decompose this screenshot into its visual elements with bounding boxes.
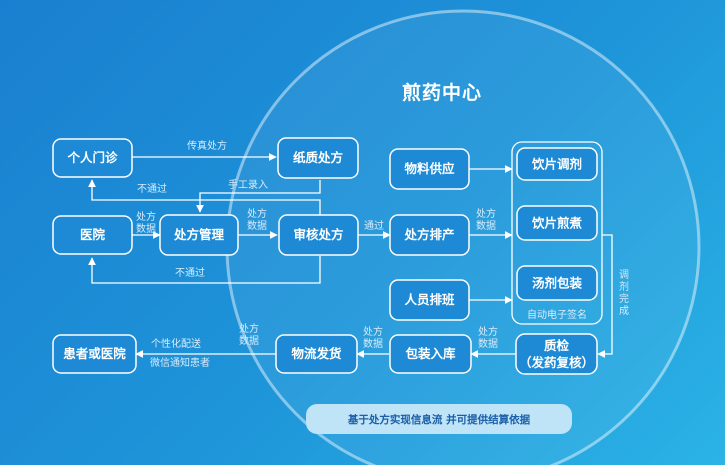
node-rx-management: 处方管理 [159, 214, 239, 256]
label-pass: 通过 [364, 219, 384, 232]
edge-not-pass-top [88, 179, 321, 225]
node-rx-scheduling: 处方排产 [389, 214, 470, 256]
label-rx-data-3a: 处方 [476, 207, 496, 220]
center-title: 煎药中心 [402, 81, 482, 104]
process-group [511, 141, 603, 325]
label-fax-rx: 传真处方 [187, 139, 227, 152]
node-packaging-storage: 包装入库 [389, 334, 472, 374]
svg-text:饮片煎煮: 饮片煎煮 [531, 216, 583, 231]
svg-text:成: 成 [619, 305, 629, 317]
label-rx-data-6b: 数据 [239, 334, 259, 347]
svg-text:人员排班: 人员排班 [404, 292, 455, 307]
label-wechat-notify: 微信通知患者 [150, 356, 210, 369]
label-rx-data-2b: 数据 [247, 219, 267, 232]
svg-text:包装入库: 包装入库 [404, 346, 456, 361]
node-quality-check: 质检 （发药复核） [515, 333, 598, 375]
svg-text:调: 调 [619, 269, 629, 281]
edge-dispense-done [597, 234, 613, 358]
edge-not-pass-bottom [88, 256, 321, 284]
node-material-supply: 物料供应 [389, 148, 470, 190]
svg-text:饮片调剂: 饮片调剂 [531, 157, 582, 172]
node-paper-rx: 纸质处方 [277, 137, 359, 179]
label-manual-entry: 手工录入 [228, 178, 268, 191]
label-rx-data-2a: 处方 [247, 207, 267, 220]
label-rx-data-1b: 数据 [136, 222, 156, 235]
svg-text:物流发货: 物流发货 [291, 346, 342, 361]
label-rx-data-1a: 处方 [136, 210, 156, 223]
label-dispense-done: 调 剂 完 成 [619, 269, 629, 317]
label-rx-data-5b: 数据 [363, 337, 383, 350]
node-decoction-packaging: 汤剂包装 [516, 265, 598, 301]
label-not-pass-bottom: 不通过 [175, 266, 205, 279]
node-personal-clinic: 个人门诊 [52, 138, 133, 178]
svg-text:物料供应: 物料供应 [404, 161, 455, 176]
node-yinpian-decoction: 饮片煎煮 [516, 205, 598, 241]
node-yinpian-dispensing: 饮片调剂 [516, 147, 598, 181]
svg-text:医院: 医院 [80, 227, 106, 242]
svg-text:汤剂包装: 汤剂包装 [532, 276, 583, 291]
node-logistics-shipping: 物流发货 [275, 334, 358, 374]
label-rx-data-3b: 数据 [476, 219, 496, 232]
label-personalized-delivery: 个性化配送 [151, 337, 201, 350]
node-hospital: 医院 [52, 215, 133, 255]
svg-text:剂: 剂 [619, 280, 629, 293]
svg-text:（发药复核）: （发药复核） [519, 355, 594, 370]
e-signature-label: 自动电子签名 [527, 308, 587, 321]
node-review-rx: 审核处方 [278, 214, 359, 256]
label-rx-data-6a: 处方 [239, 322, 259, 335]
svg-text:患者或医院: 患者或医院 [63, 346, 126, 361]
connectors [88, 153, 613, 358]
svg-text:质检: 质检 [544, 338, 570, 353]
svg-text:纸质处方: 纸质处方 [293, 150, 343, 165]
svg-text:处方管理: 处方管理 [173, 227, 225, 242]
svg-text:个人门诊: 个人门诊 [66, 150, 118, 165]
edge-manual-entry [196, 180, 321, 213]
label-rx-data-4b: 数据 [478, 337, 498, 350]
label-rx-data-4a: 处方 [478, 325, 498, 338]
svg-text:处方排产: 处方排产 [403, 227, 454, 242]
label-not-pass-top: 不通过 [137, 182, 167, 195]
info-banner: 基于处方实现信息流 并可提供结算依据 [306, 404, 572, 434]
svg-text:基于处方实现信息流 并可提供结算依据: 基于处方实现信息流 并可提供结算依据 [347, 413, 531, 426]
label-rx-data-5a: 处方 [363, 325, 383, 338]
node-staff-scheduling: 人员排班 [389, 279, 470, 321]
svg-text:完: 完 [619, 292, 629, 305]
svg-text:审核处方: 审核处方 [293, 227, 343, 242]
node-patient-or-hospital: 患者或医院 [52, 334, 137, 374]
